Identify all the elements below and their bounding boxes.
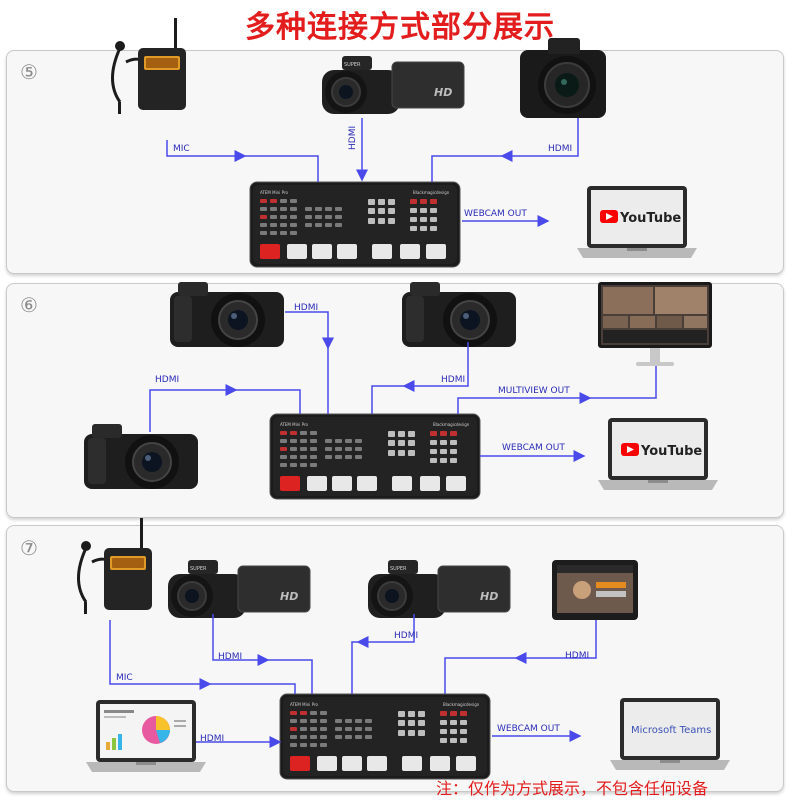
hdmi-label-5b: HDMI	[548, 144, 572, 154]
webcam-out-label-5: WEBCAM OUT	[464, 209, 527, 219]
mic-receiver-icon	[77, 516, 154, 616]
webcam-out-label-7: WEBCAM OUT	[497, 724, 560, 734]
hdmi-label-5a: HDMI	[348, 126, 358, 150]
camcorder-icon	[321, 55, 465, 115]
panel-6-connections	[149, 311, 657, 462]
hdmi-label-7d: HDMI	[200, 734, 224, 744]
camcorder-icon	[167, 559, 311, 619]
pocket-camera-icon	[83, 423, 199, 490]
panel-6-devices: YouTube	[83, 281, 718, 500]
panel-7-devices: Microsoft Teams	[77, 516, 730, 780]
disclaimer-note: 注：仅作为方式展示，不包含任何设备	[436, 779, 709, 798]
pocket-camera-icon	[169, 281, 285, 348]
panel-7-connections	[109, 614, 597, 748]
mic-label-7: MIC	[116, 673, 133, 683]
panel-number-7: ⑦	[20, 536, 38, 560]
atem-mini-pro-switcher	[249, 181, 461, 268]
youtube-text: YouTube	[640, 444, 702, 459]
hdmi-label-6c: HDMI	[441, 375, 465, 385]
page-title: 多种连接方式部分展示	[245, 10, 555, 45]
atem-mini-pro-switcher	[279, 693, 491, 780]
panel-number-6: ⑥	[20, 293, 38, 317]
panel-number-5: ⑤	[20, 60, 38, 84]
panel-5-devices: YouTube	[111, 16, 697, 268]
hdmi-label-6a: HDMI	[294, 303, 318, 313]
video-monitor-icon	[552, 560, 638, 620]
hdmi-label-7a: HDMI	[218, 652, 242, 662]
hdmi-label-6b: HDMI	[155, 375, 179, 385]
pocket-camera-icon	[401, 281, 517, 348]
atem-mini-pro-switcher	[269, 413, 481, 500]
youtube-text: YouTube	[619, 211, 681, 226]
laptop-screen	[624, 702, 716, 756]
dslr-camera-icon	[519, 37, 607, 119]
hdmi-label-7c: HDMI	[565, 651, 589, 661]
hdmi-label-7b: HDMI	[394, 631, 418, 641]
webcam-out-label-6: WEBCAM OUT	[502, 443, 565, 453]
mic-receiver-icon	[111, 16, 188, 116]
teams-text: Microsoft Teams	[631, 725, 711, 736]
panel-5-connections	[166, 118, 579, 227]
multiview-out-label: MULTIVIEW OUT	[498, 386, 570, 396]
presentation-slide	[104, 710, 186, 750]
multiview-monitor-icon	[598, 282, 712, 366]
mic-label-5: MIC	[173, 144, 190, 154]
camcorder-icon	[367, 559, 511, 619]
